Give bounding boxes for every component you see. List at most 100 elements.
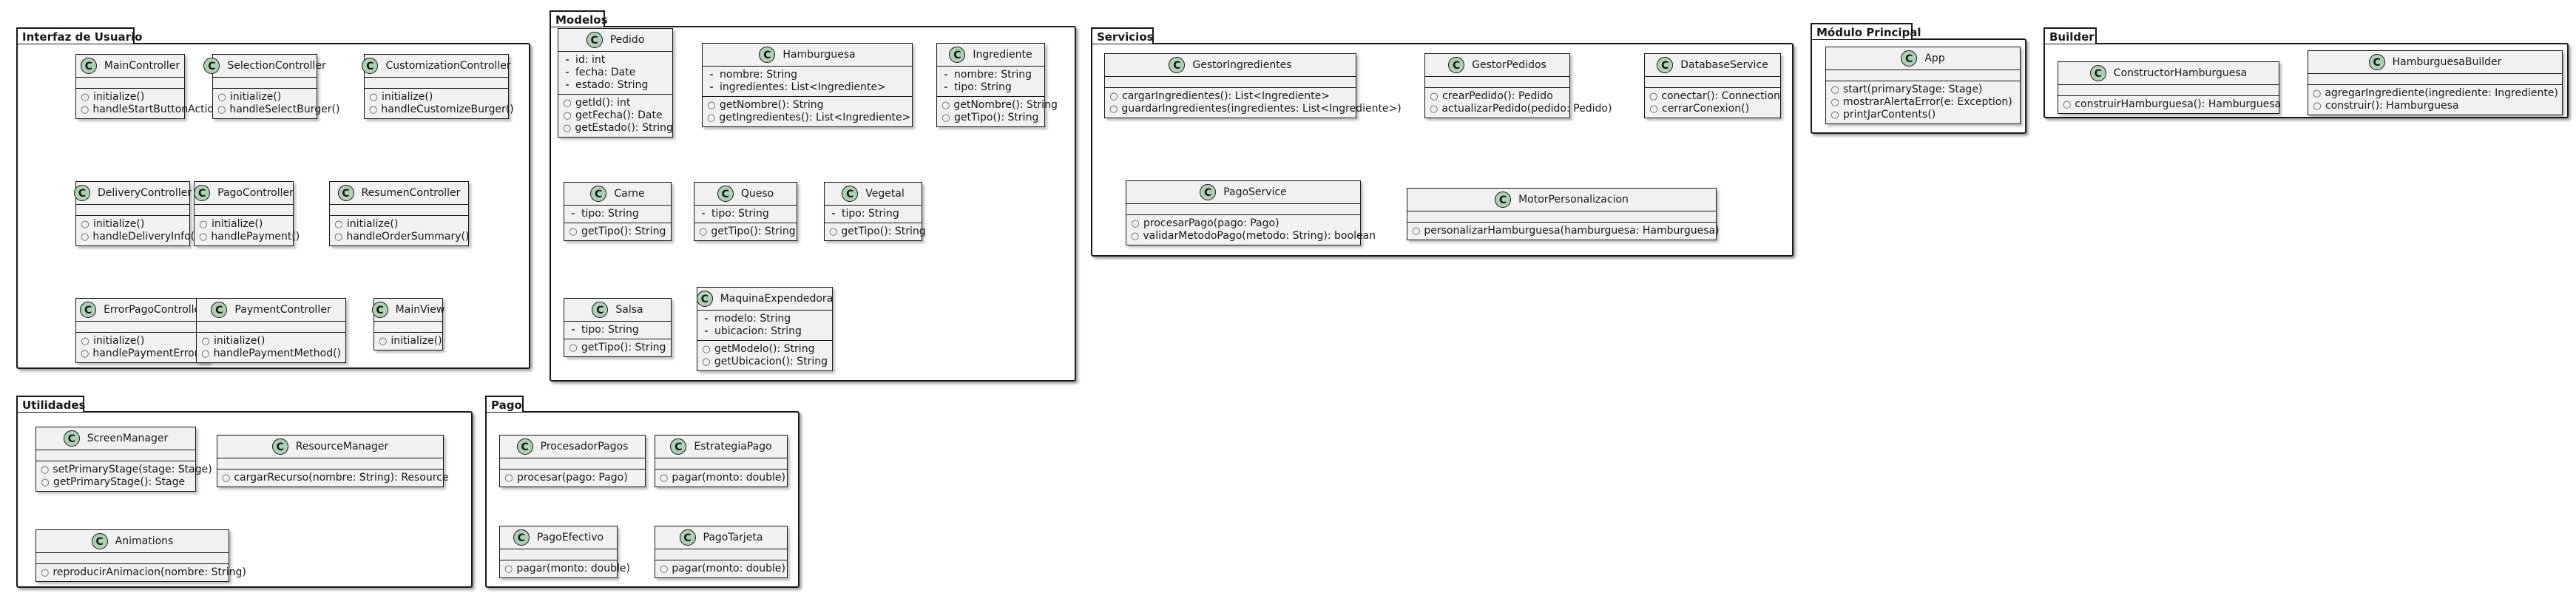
member-text: tipo: String bbox=[954, 81, 1012, 93]
package-title: Utilidades bbox=[16, 396, 85, 412]
public-visibility-icon: ○ bbox=[829, 226, 838, 237]
attributes-section: -modelo: String-ubicacion: String bbox=[697, 311, 832, 341]
class-stereotype-icon: C bbox=[696, 291, 713, 307]
method: ○getTipo(): String bbox=[942, 112, 1040, 124]
attribute: -nombre: String bbox=[707, 69, 907, 81]
attribute: -ingredientes: List<Ingrediente> bbox=[707, 81, 907, 94]
member-text: getTipo(): String bbox=[954, 112, 1039, 123]
member-text: getTipo(): String bbox=[581, 226, 666, 237]
attributes-section bbox=[1645, 77, 1780, 88]
member-text: cargarIngredientes(): List<Ingrediente> bbox=[1122, 90, 1330, 102]
class-name: ConstructorHamburguesa bbox=[2113, 67, 2248, 79]
method: ○getModelo(): String bbox=[702, 343, 828, 356]
methods-section: ○initialize()○handleCustomizeBurger() bbox=[365, 89, 514, 118]
class-name: MaquinaExpendedora bbox=[720, 293, 834, 305]
public-visibility-icon: ○ bbox=[41, 567, 50, 578]
class-stereotype-icon: C bbox=[80, 58, 97, 74]
public-visibility-icon: ○ bbox=[1131, 231, 1140, 242]
public-visibility-icon: ○ bbox=[707, 112, 716, 123]
attribute: -nombre: String bbox=[942, 69, 1040, 81]
methods-section: ○start(primaryStage: Stage)○mostrarAlert… bbox=[1826, 81, 2020, 123]
member-text: handleCustomizeBurger() bbox=[381, 104, 514, 115]
attribute: -tipo: String bbox=[942, 81, 1040, 94]
attribute: -tipo: String bbox=[569, 208, 666, 220]
private-visibility-icon: - bbox=[571, 325, 575, 336]
private-visibility-icon: - bbox=[944, 70, 948, 81]
member-text: nombre: String bbox=[954, 69, 1032, 81]
class-stereotype-icon: C bbox=[949, 47, 966, 63]
attributes-section bbox=[2058, 85, 2279, 96]
methods-section: ○procesarPago(pago: Pago)○validarMetodoP… bbox=[1126, 215, 1376, 245]
private-visibility-icon: - bbox=[565, 55, 569, 66]
attribute: -tipo: String bbox=[569, 324, 666, 336]
member-text: construirHamburguesa(): Hamburguesa bbox=[2075, 98, 2282, 110]
package-title: Interfaz de Usuario bbox=[16, 27, 143, 44]
methods-section: ○getTipo(): String bbox=[564, 223, 671, 240]
method: ○validarMetodoPago(metodo: String): bool… bbox=[1131, 230, 1376, 243]
attributes-section bbox=[195, 205, 293, 216]
method: ○getTipo(): String bbox=[569, 342, 666, 354]
member-text: reproducirAnimacion(nombre: String) bbox=[53, 566, 246, 578]
member-text: procesar(pago: Pago) bbox=[517, 472, 628, 484]
member-text: handleOrderSummary() bbox=[346, 231, 470, 243]
public-visibility-icon: ○ bbox=[2313, 101, 2322, 112]
public-visibility-icon: ○ bbox=[699, 226, 708, 237]
public-visibility-icon: ○ bbox=[369, 92, 378, 103]
member-text: tipo: String bbox=[581, 208, 639, 220]
class-name: ScreenManager bbox=[87, 433, 169, 444]
class-stereotype-icon: C bbox=[203, 58, 220, 74]
method: ○initialize() bbox=[369, 91, 504, 104]
attributes-section bbox=[36, 450, 195, 461]
class-header: C MaquinaExpendedora bbox=[696, 288, 834, 311]
method: ○procesar(pago: Pago) bbox=[504, 472, 640, 484]
class-name: SelectionController bbox=[227, 60, 326, 72]
attributes-section bbox=[1126, 204, 1360, 215]
member-text: start(primaryStage: Stage) bbox=[1843, 84, 1983, 95]
public-visibility-icon: ○ bbox=[81, 348, 89, 359]
public-visibility-icon: ○ bbox=[81, 92, 89, 103]
private-visibility-icon: - bbox=[831, 209, 836, 220]
attributes-section: -tipo: String bbox=[825, 206, 922, 223]
method: ○handleCustomizeBurger() bbox=[369, 104, 514, 116]
method: ○handlePaymentMethod() bbox=[201, 348, 341, 360]
methods-section: ○initialize() bbox=[374, 333, 442, 350]
class-name: HamburguesaBuilder bbox=[2392, 56, 2502, 68]
member-text: getTipo(): String bbox=[841, 226, 926, 237]
class-stereotype-icon: C bbox=[362, 58, 379, 74]
class-stereotype-icon: C bbox=[337, 185, 354, 201]
method: ○start(primaryStage: Stage) bbox=[1830, 84, 2015, 96]
class-stereotype-icon: C bbox=[371, 302, 388, 318]
method: ○procesarPago(pago: Pago) bbox=[1131, 217, 1356, 230]
public-visibility-icon: ○ bbox=[1649, 91, 1658, 102]
class-maquinaexpendedora: C MaquinaExpendedora -modelo: String-ubica… bbox=[696, 287, 834, 371]
class-name: Animations bbox=[115, 535, 174, 547]
member-text: procesarPago(pago: Pago) bbox=[1143, 217, 1279, 229]
private-visibility-icon: - bbox=[701, 209, 706, 220]
member-text: getUbicacion(): String bbox=[714, 356, 828, 367]
member-text: fecha: Date bbox=[575, 67, 636, 78]
member-text: pagar(monto: double) bbox=[672, 563, 785, 575]
member-text: initialize() bbox=[93, 218, 145, 230]
class-stereotype-icon: C bbox=[590, 186, 607, 202]
member-text: getNombre(): String bbox=[953, 99, 1058, 111]
package-title: Builder bbox=[2043, 27, 2097, 44]
methods-section: ○personalizarHamburguesa(hamburguesa: Ha… bbox=[1407, 223, 1720, 240]
class-name: Queso bbox=[740, 188, 774, 200]
member-text: pagar(monto: double) bbox=[672, 472, 785, 484]
member-text: initialize() bbox=[391, 335, 442, 347]
attributes-section bbox=[217, 458, 443, 470]
methods-section: ○crearPedido(): Pedido○actualizarPedido(… bbox=[1425, 88, 1612, 118]
attributes-section bbox=[1407, 211, 1716, 223]
public-visibility-icon: ○ bbox=[81, 104, 89, 115]
class-stereotype-icon: C bbox=[211, 302, 228, 318]
member-text: getPrimaryStage(): Stage bbox=[53, 476, 186, 488]
